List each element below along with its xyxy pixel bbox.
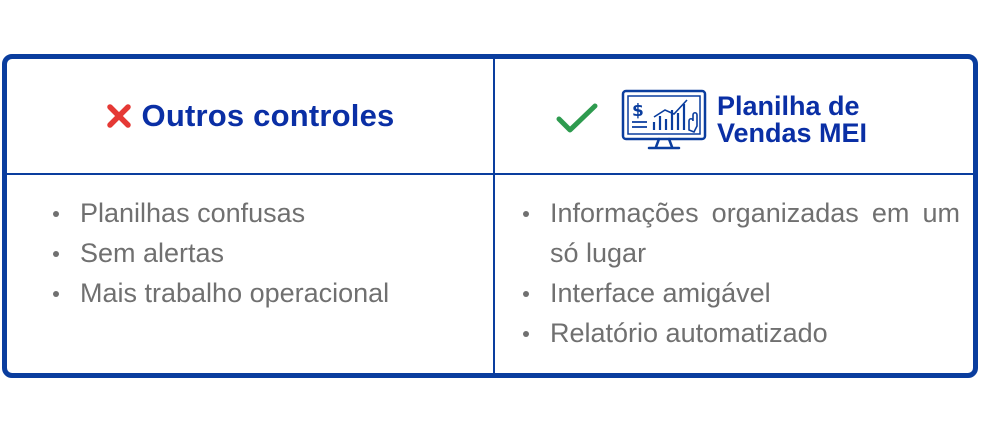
list-item: Planilhas confusas (46, 193, 466, 233)
product-title-line2: Vendas MEI (717, 118, 868, 148)
product-title: Planilha de Vendas MEI (717, 93, 867, 147)
list-item: Sem alertas (46, 233, 466, 273)
header-divider (7, 173, 973, 175)
left-header: Outros controles (7, 59, 493, 173)
list-item: Informações organizadas em um só lugar (516, 193, 960, 273)
list-item: Interface amigável (516, 273, 960, 313)
right-list: Informações organizadas em um só lugar I… (516, 193, 960, 353)
right-header: $ Planilha de Vendas MEI (495, 59, 973, 173)
sales-monitor-icon: $ (621, 89, 707, 156)
left-list: Planilhas confusas Sem alertas Mais trab… (46, 193, 466, 313)
cross-icon (106, 103, 132, 129)
check-icon (555, 101, 599, 140)
list-item: Mais trabalho operacional (46, 273, 466, 313)
comparison-table: Outros controles $ Planilha de Vendas ME… (2, 54, 978, 378)
svg-text:$: $ (632, 101, 644, 121)
left-title: Outros controles (141, 98, 395, 133)
product-title-line1: Planilha de (717, 91, 860, 121)
list-item: Relatório automatizado (516, 313, 960, 353)
column-divider (493, 59, 495, 373)
